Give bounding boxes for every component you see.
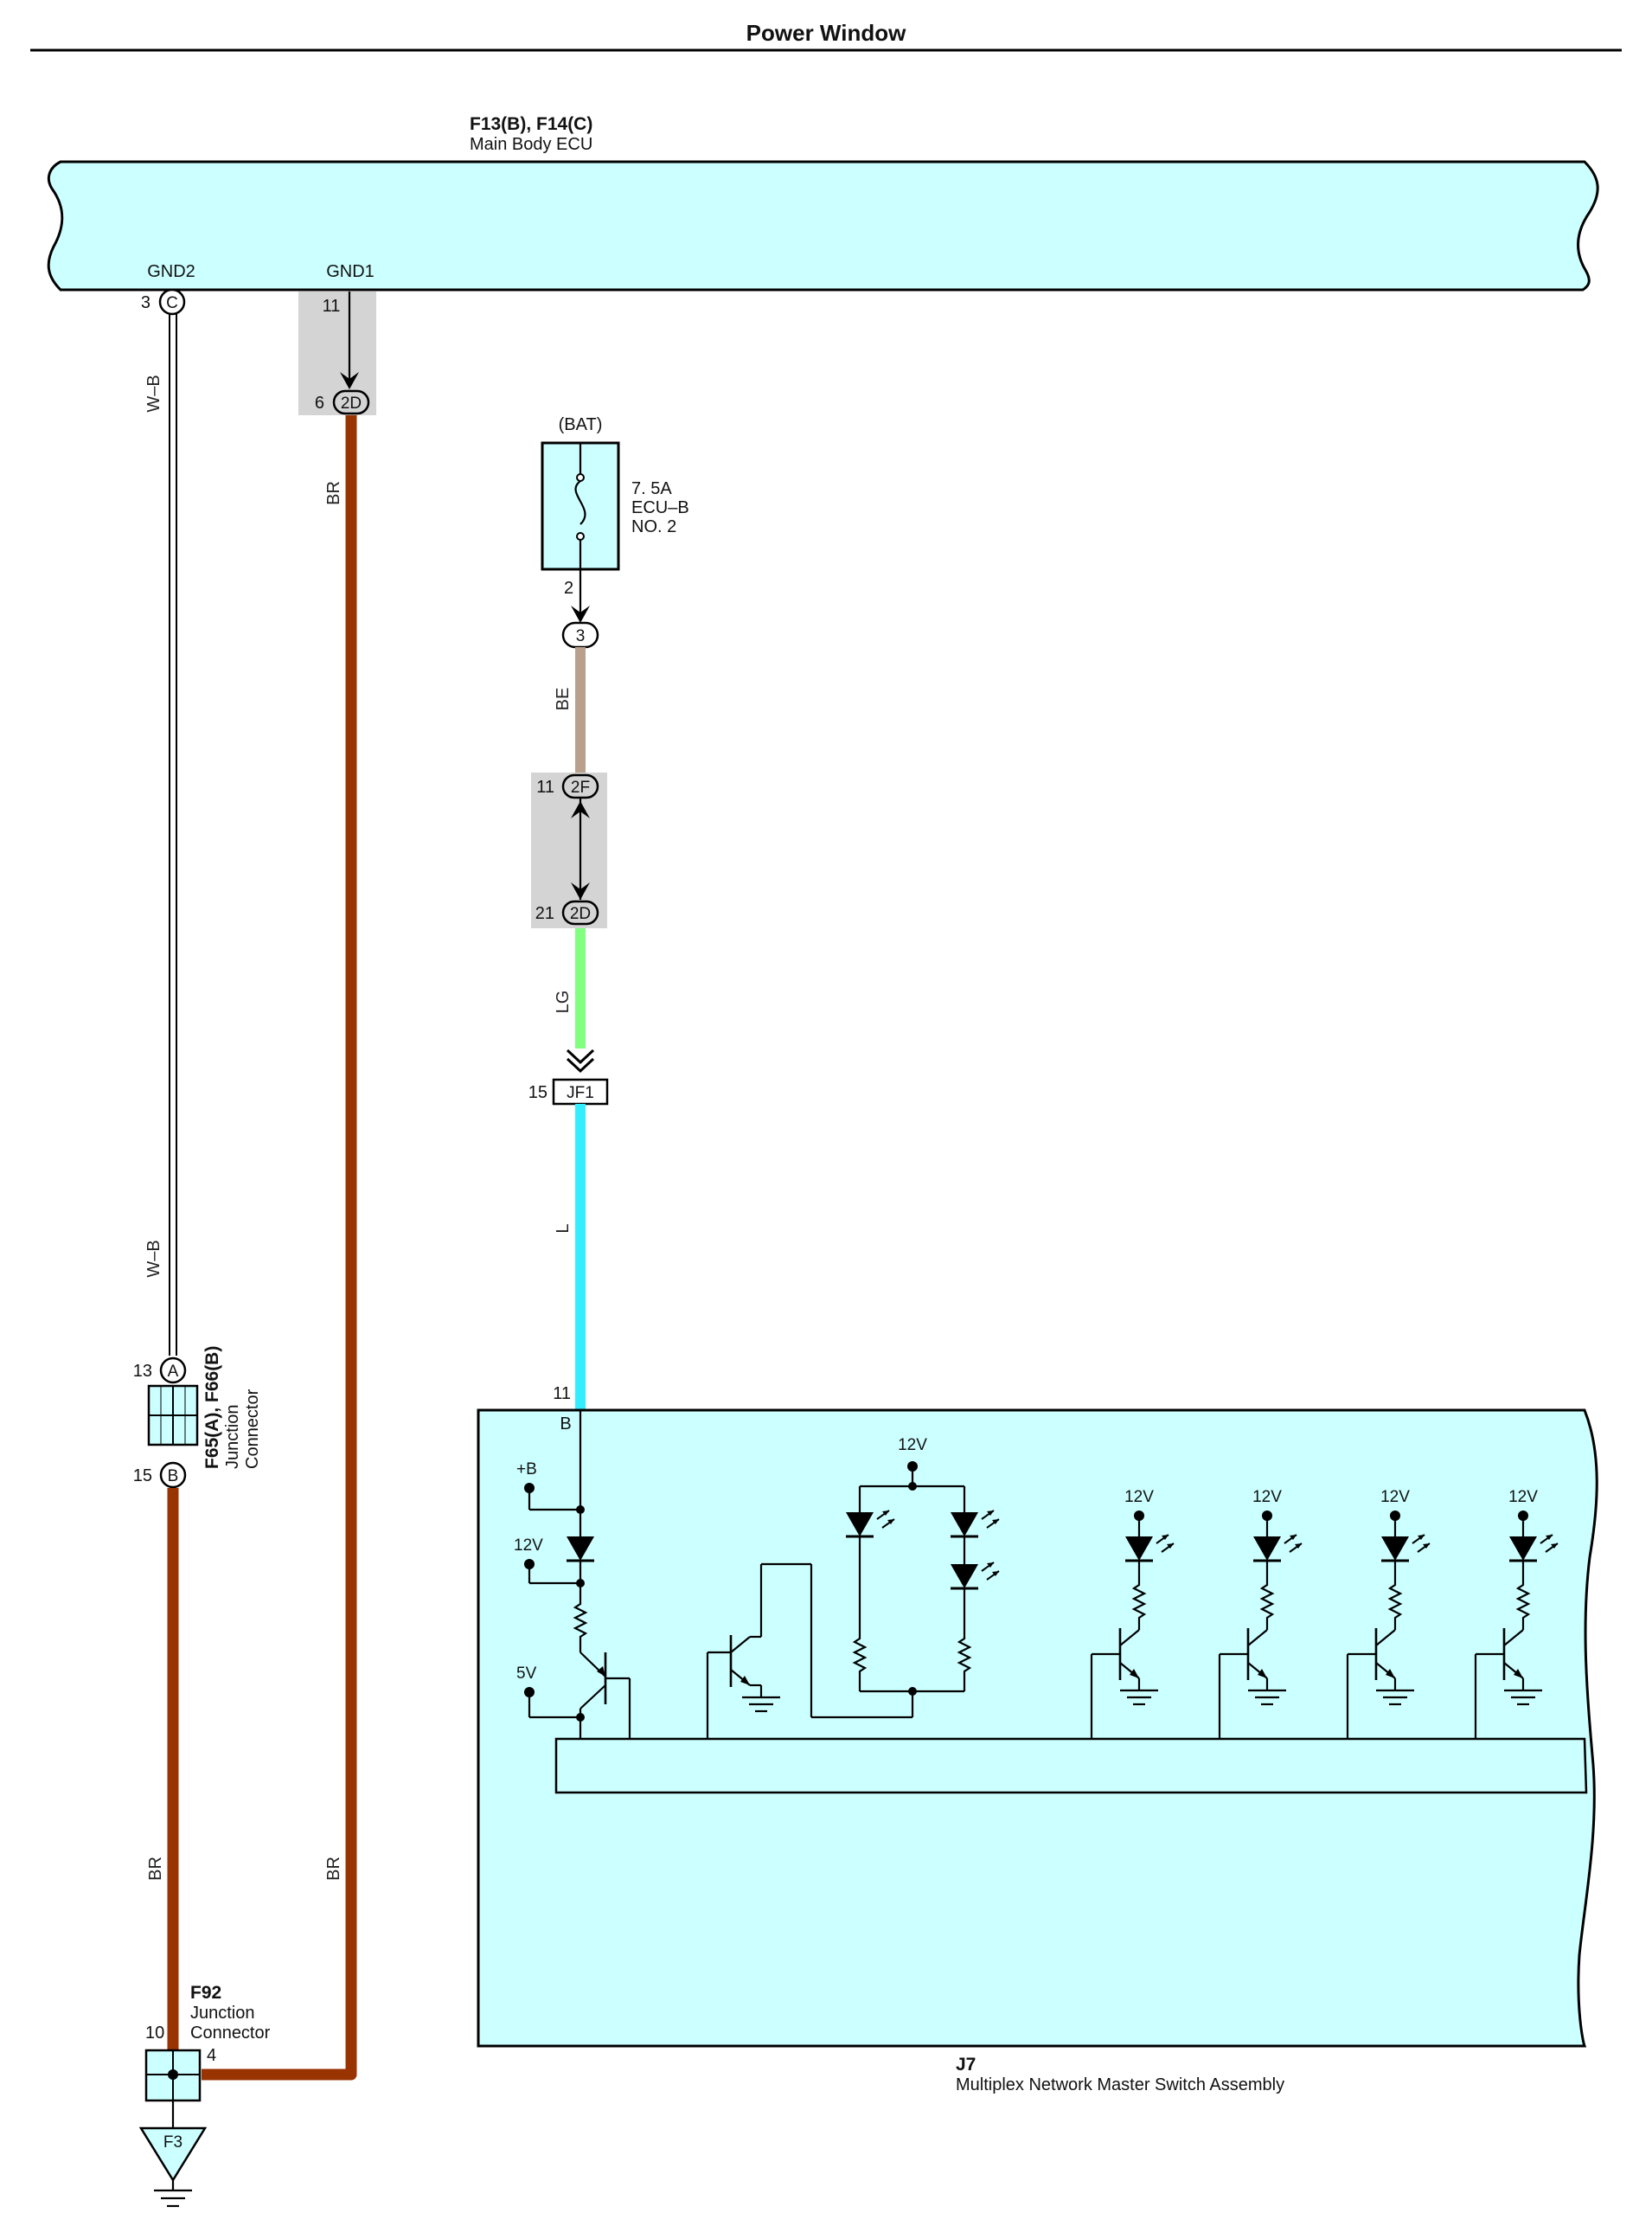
led-stage-2: 12V [1218, 1488, 1302, 1739]
ecu-code: F13(B), F14(C) [470, 114, 592, 134]
gnd1-label: GND1 [326, 262, 375, 281]
v12-label-cluster: 12V [898, 1436, 927, 1454]
junction-f92-pin-left: 10 [145, 2024, 164, 2043]
switch-assembly-conn: B [560, 1414, 571, 1433]
junction-f65-conn-a [159, 1357, 187, 1384]
junction-f92-line2: Connector [190, 2024, 271, 2043]
connector-2d-top-label: 2D [341, 394, 362, 413]
v12-label-input: 12V [514, 1536, 543, 1555]
wire-br-right [202, 415, 357, 2081]
illumination-circuit: 12V [706, 1436, 999, 1739]
switch-assembly-code: J7 [956, 2055, 976, 2075]
wire-label-br-left: BR [146, 1857, 165, 1881]
led-stage-1: 12V [1090, 1488, 1174, 1739]
junction-f65-line2: Connector [243, 1389, 262, 1469]
junction-f65-code: F65(A), F66(B) [202, 1346, 222, 1469]
junction-f65-conn-a-letter: A [168, 1363, 179, 1381]
wire-label-br-mid-low: BR [324, 1857, 343, 1881]
v12-label-2: 12V [1252, 1488, 1282, 1506]
ground-f3-label: F3 [163, 2133, 182, 2152]
ecu-name: Main Body ECU [470, 135, 592, 154]
junction-f65-pin-bottom: 15 [133, 1466, 152, 1485]
junction-f92-line1: Junction [190, 2004, 255, 2023]
led-stage-3: 12V [1346, 1488, 1430, 1739]
wire-label-w-b-top: W–B [144, 375, 163, 412]
ground-symbol [154, 2180, 192, 2208]
ecu-gnd2-pin: 3 [141, 293, 150, 312]
ecu-gnd2-conn-letter: C [166, 294, 178, 312]
connector-2f-label: 2F [571, 779, 590, 797]
fuse-source: (BAT) [559, 415, 603, 434]
page-title: Power Window [746, 20, 906, 46]
wire-label-l: L [554, 1223, 573, 1233]
v12-label-4: 12V [1508, 1488, 1538, 1506]
input-stage-circuit: +B 12V 5V [514, 1410, 631, 1739]
junction-f65-conn-b-letter: B [168, 1467, 179, 1485]
plus-b-label: +B [516, 1460, 537, 1478]
wire-label-be: BE [554, 688, 573, 711]
wire-label-lg: LG [554, 991, 573, 1014]
junction-f65-pin-top: 13 [133, 1362, 152, 1381]
junction-f92-code: F92 [190, 1983, 221, 2003]
wire-label-br-mid-top: BR [324, 481, 343, 505]
fuse-icon [574, 443, 586, 569]
connector-2d-mid-pin: 21 [535, 904, 554, 923]
connector-jf1-pin: 15 [528, 1083, 547, 1102]
led-stage-4: 12V [1474, 1488, 1558, 1739]
fuse-rating: 7. 5A [631, 479, 672, 498]
wire-label-w-b-low: W–B [144, 1240, 163, 1277]
v5-label: 5V [516, 1664, 537, 1683]
main-body-ecu-box [47, 160, 1599, 292]
junction-f65-line1: Junction [223, 1405, 242, 1470]
v12-label-3: 12V [1380, 1488, 1410, 1506]
connector-2f-pin: 11 [536, 778, 554, 797]
gnd2-label: GND2 [147, 262, 195, 281]
switch-assembly-name: Multiplex Network Master Switch Assembly [956, 2075, 1284, 2094]
fuse-number: NO. 2 [631, 517, 676, 536]
connector-2d-top [332, 389, 370, 415]
fuse-out-pin: 2 [564, 579, 573, 598]
connector-2d-mid [561, 900, 599, 926]
fuse-name: ECU–B [631, 498, 689, 517]
junction-f92-pin-right: 4 [207, 2046, 216, 2065]
ecu-gnd1-pin: 11 [323, 297, 341, 316]
ground-f3-triangle [138, 2126, 208, 2183]
connector-2d-top-pin: 6 [315, 394, 324, 413]
junction-f65-conn-b [159, 1461, 187, 1489]
switch-assembly-pin: 11 [553, 1384, 571, 1403]
switch-assembly-box [477, 1408, 1598, 2048]
v12-label-1: 12V [1124, 1488, 1154, 1506]
switch-assembly-bus-bar [554, 1737, 1588, 1794]
connector-jf1-label: JF1 [567, 1084, 594, 1102]
connector-2d-mid-label: 2D [570, 905, 591, 923]
connector-3-label: 3 [576, 627, 586, 645]
ecu-gnd2-connector [158, 288, 186, 316]
